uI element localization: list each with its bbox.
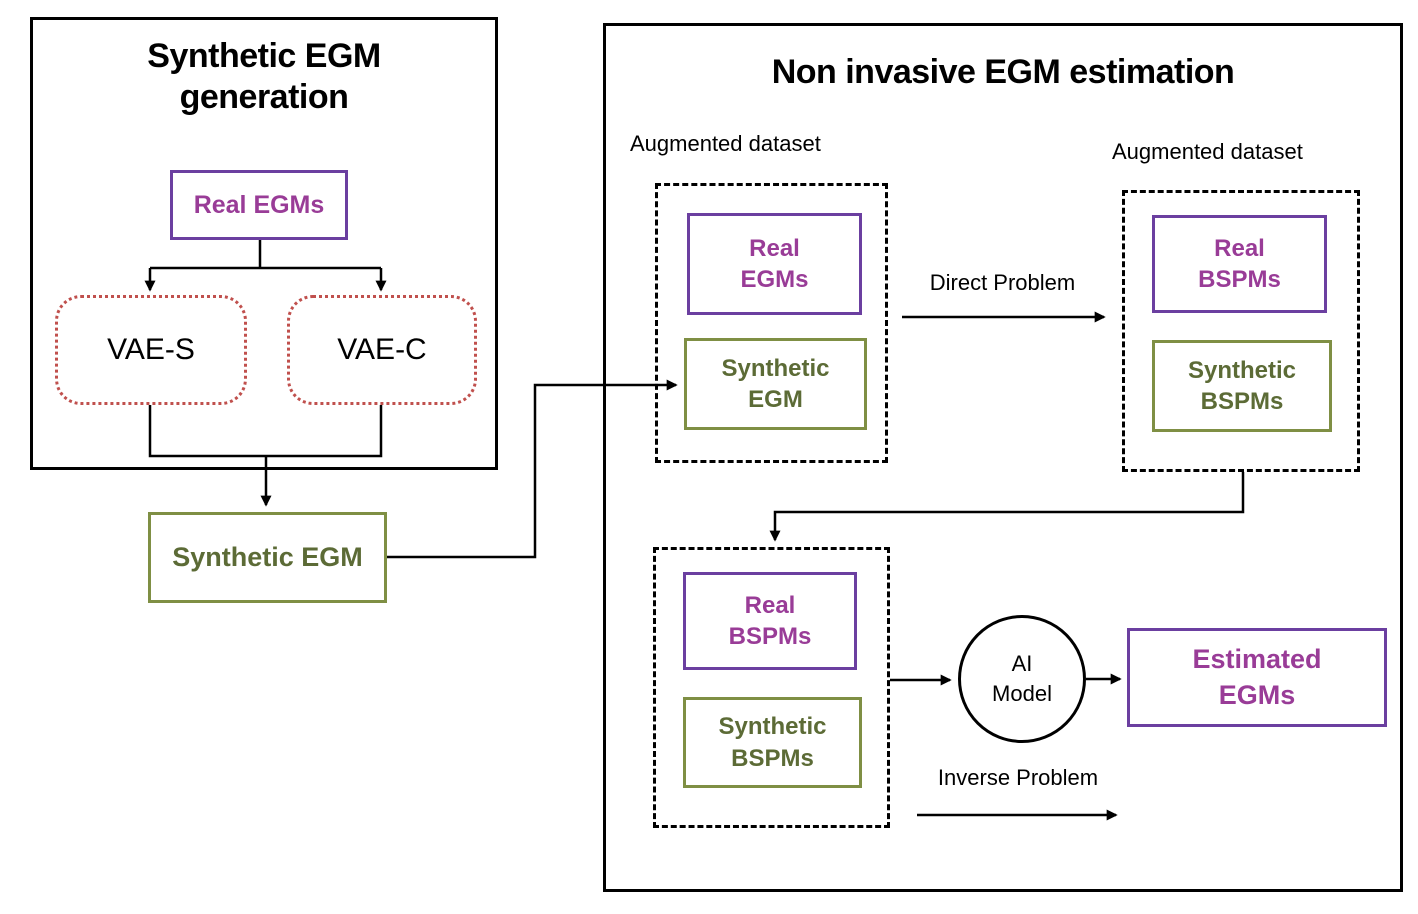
direct-problem-label: Direct Problem — [929, 270, 1076, 295]
synthetic-bspms-augmented-box: Synthetic BSPMs — [1152, 340, 1332, 432]
synthetic-egm-output-box: Synthetic EGM — [148, 512, 387, 603]
left-panel-synthetic-egm-generation — [30, 17, 498, 470]
real-bspms-augmented-label: Real BSPMs — [1198, 234, 1281, 293]
synthetic-egm-augmented-label: Synthetic EGM — [721, 354, 830, 413]
real-egms-box: Real EGMs — [170, 170, 348, 240]
synthetic-egm-augmented-box: Synthetic EGM — [684, 338, 867, 430]
vae-s-box: VAE-S — [55, 295, 247, 405]
left-panel-title: Synthetic EGM generation — [147, 37, 381, 117]
real-bspms-input-label: Real BSPMs — [728, 591, 812, 650]
synthetic-egm-output-label: Synthetic EGM — [172, 541, 363, 572]
augmented-dataset-bspm-box — [1122, 190, 1360, 472]
real-egms-augmented-box: Real EGMs — [687, 213, 862, 315]
ai-model-circle: AI Model — [958, 615, 1086, 743]
bspm-input-dataset-box — [653, 547, 890, 828]
real-egms-label: Real EGMs — [193, 190, 325, 219]
vae-s-label: VAE-S — [107, 333, 195, 366]
estimated-egms-box: Estimated EGMs — [1127, 628, 1387, 727]
ai-model-label: AI Model — [992, 651, 1052, 706]
right-panel-title: Non invasive EGM estimation — [771, 53, 1235, 91]
inverse-problem-label: Inverse Problem — [937, 765, 1099, 790]
synthetic-bspms-augmented-label: Synthetic BSPMs — [1187, 356, 1297, 415]
vae-c-label: VAE-C — [337, 333, 427, 366]
augmented-dataset-label-left: Augmented dataset — [630, 131, 821, 156]
real-bspms-input-box: Real BSPMs — [683, 572, 857, 670]
real-bspms-augmented-box: Real BSPMs — [1152, 215, 1327, 313]
real-egms-augmented-label: Real EGMs — [740, 234, 809, 293]
synthetic-bspms-input-box: Synthetic BSPMs — [683, 697, 862, 788]
augmented-dataset-egm-box — [655, 183, 888, 463]
vae-c-box: VAE-C — [287, 295, 477, 405]
synthetic-bspms-input-label: Synthetic BSPMs — [718, 713, 827, 772]
estimated-egms-label: Estimated EGMs — [1192, 644, 1322, 710]
augmented-dataset-label-right: Augmented dataset — [1112, 139, 1303, 164]
